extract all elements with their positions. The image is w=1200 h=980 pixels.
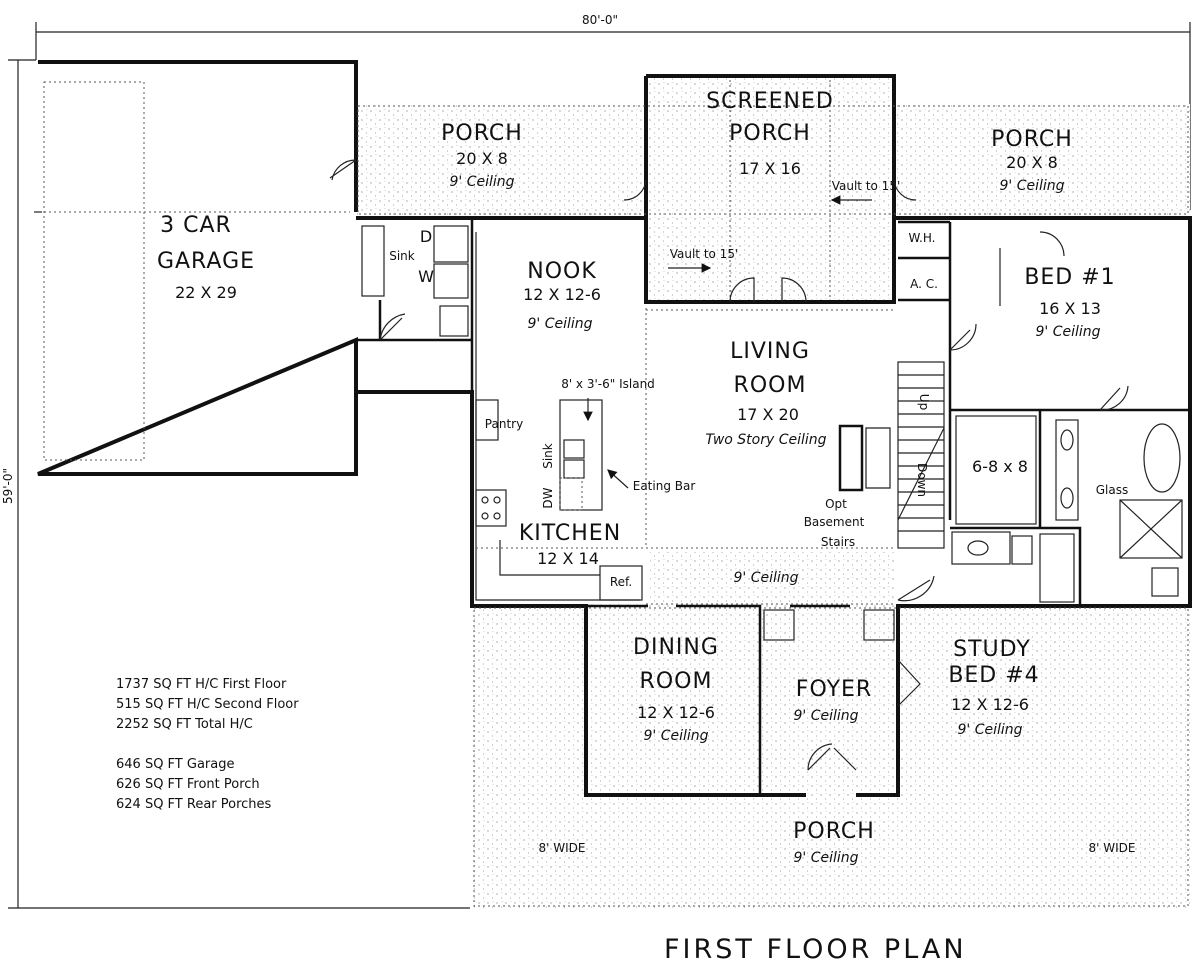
screened-porch-label-line2: PORCH [729, 121, 811, 146]
living-label-line1: LIVING [730, 339, 810, 364]
study-ceiling: 9' Ceiling [957, 722, 1022, 738]
foyer-label: FOYER [796, 677, 872, 702]
glass-label: Glass [1096, 483, 1129, 497]
pantry-label: Pantry [485, 417, 523, 431]
living-label-line2: ROOM [734, 373, 807, 398]
screened-porch-label-line1: SCREENED [706, 89, 834, 114]
dw-label: DW [541, 487, 555, 508]
eating-bar-label: Eating Bar [633, 479, 696, 493]
garage-size: 22 X 29 [175, 283, 237, 302]
dimension-lines: 80'-0" 59'-0" [1, 13, 1191, 909]
nook-size: 12 X 12-6 [523, 285, 601, 304]
basement-stairs-line1: Opt [825, 497, 847, 511]
wh-label: W.H. [909, 231, 936, 245]
nook-label: NOOK [527, 259, 597, 284]
area-line: 2252 SQ FT Total H/C [116, 717, 253, 732]
porch-right-size: 20 X 8 [1006, 153, 1058, 172]
area-line: 624 SQ FT Rear Porches [116, 797, 272, 812]
study-label-line1: STUDY [953, 637, 1031, 662]
depth-dimension: 59'-0" [1, 468, 15, 504]
square-footage-summary: 1737 SQ FT H/C First Floor 515 SQ FT H/C… [116, 675, 299, 815]
dining-label-line1: DINING [633, 635, 719, 660]
basement-stairs-line2: Basement [804, 515, 865, 529]
dining-ceiling: 9' Ceiling [643, 728, 708, 744]
garage-label-line1: 3 CAR [160, 213, 232, 238]
study-size: 12 X 12-6 [951, 695, 1029, 714]
dining-label-line2: ROOM [640, 669, 713, 694]
width-dimension: 80'-0" [582, 13, 618, 27]
interior-walls [356, 80, 1190, 795]
area-line: 1737 SQ FT H/C First Floor [116, 677, 287, 692]
stairs [897, 361, 945, 549]
porch-right-label: PORCH [991, 127, 1073, 152]
screened-porch-size: 17 X 16 [739, 159, 801, 178]
porch-left-label: PORCH [441, 121, 523, 146]
porch-left-ceiling: 9' Ceiling [449, 174, 514, 190]
kitchen-label: KITCHEN [519, 521, 621, 546]
kitchen-ceiling: 9' Ceiling [733, 570, 798, 586]
front-porch-label: PORCH [793, 819, 875, 844]
foyer-ceiling: 9' Ceiling [793, 708, 858, 724]
front-porch-ceiling: 9' Ceiling [793, 850, 858, 866]
bed1-size: 16 X 13 [1039, 299, 1101, 318]
porch-left-size: 20 X 8 [456, 149, 508, 168]
living-size: 17 X 20 [737, 405, 799, 424]
bed1-ceiling: 9' Ceiling [1035, 324, 1100, 340]
washer-label: W [418, 267, 434, 286]
porch-right-ceiling: 9' Ceiling [999, 178, 1064, 194]
area-line: 626 SQ FT Front Porch [116, 777, 260, 792]
kitchen-size: 12 X 14 [537, 549, 599, 568]
basement-stairs-line3: Stairs [821, 535, 855, 549]
dryer-label: D [420, 227, 432, 246]
stairs-down-label: Down [915, 463, 929, 497]
ref-label: Ref. [610, 575, 632, 589]
vault-note-right: Vault to 15' [832, 179, 901, 193]
closet-size: 6-8 x 8 [972, 457, 1028, 476]
garage-label-line2: GARAGE [157, 249, 255, 274]
porch-areas [356, 76, 1190, 910]
vault-note-left: Vault to 15' [670, 247, 739, 261]
front-porch-wide-right: 8' WIDE [1089, 841, 1136, 855]
area-line: 646 SQ FT Garage [116, 757, 235, 772]
living-ceiling: Two Story Ceiling [705, 432, 826, 448]
stairs-up-label: Up [917, 394, 931, 410]
study-label-line2: BED #4 [948, 663, 1039, 688]
area-line [116, 735, 299, 755]
bed1-label: BED #1 [1024, 265, 1115, 290]
nook-ceiling: 9' Ceiling [527, 316, 592, 332]
plan-title: FIRST FLOOR PLAN [664, 934, 967, 965]
laundry-sink-label: Sink [389, 249, 415, 263]
ac-label: A. C. [910, 277, 938, 291]
island-label: 8' x 3'-6" Island [561, 377, 655, 391]
area-line: 515 SQ FT H/C Second Floor [116, 697, 299, 712]
front-porch-wide-left: 8' WIDE [539, 841, 586, 855]
kitchen-sink-label: Sink [541, 443, 555, 469]
dining-size: 12 X 12-6 [637, 703, 715, 722]
